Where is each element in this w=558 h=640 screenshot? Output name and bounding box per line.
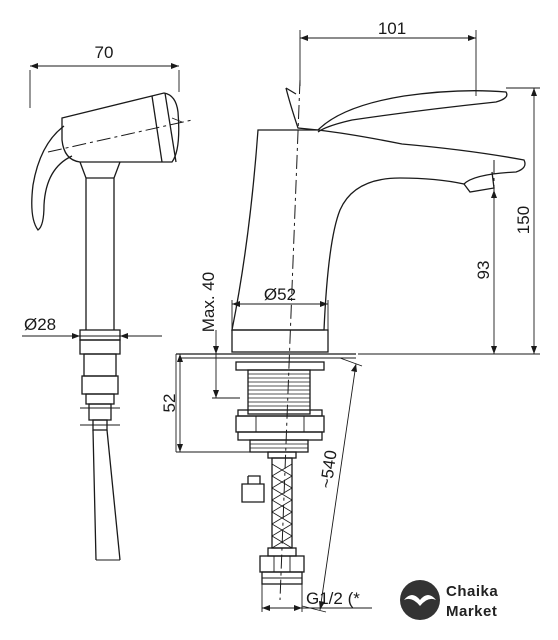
dim-max-thickness: Max. 40 bbox=[199, 272, 244, 399]
dim-spout-height: 93 bbox=[474, 190, 497, 354]
brand-name-line1: Chaika bbox=[446, 583, 498, 600]
dim-total-height: 150 bbox=[358, 87, 540, 355]
faucet-center-line bbox=[279, 79, 301, 601]
brand-logo: Chaika Market bbox=[400, 580, 498, 620]
dim-shank-length: 52 bbox=[160, 354, 250, 453]
dim-shower-diameter: Ø28 bbox=[22, 315, 162, 339]
dim-spout-reach: 101 bbox=[299, 19, 477, 96]
dim-shower-width: 70 bbox=[29, 43, 180, 108]
dim-hose-length: ~540 bbox=[301, 357, 363, 613]
dim-93-label: 93 bbox=[474, 261, 493, 280]
dim-101-label: 101 bbox=[378, 19, 406, 38]
shower-center-line bbox=[47, 119, 193, 153]
brand-name-line2: Market bbox=[446, 603, 497, 620]
dim-28-label: Ø28 bbox=[24, 315, 56, 334]
dim-70-label: 70 bbox=[95, 43, 114, 62]
fixing-assembly bbox=[235, 361, 325, 585]
faucet bbox=[176, 87, 526, 359]
dim-540-label: ~540 bbox=[316, 449, 340, 490]
hand-shower bbox=[31, 92, 183, 561]
dim-max40-label: Max. 40 bbox=[199, 272, 218, 332]
dim-base-diameter: Ø52 bbox=[231, 285, 329, 330]
dim-connection-thread: G1/2 (* bbox=[261, 584, 372, 612]
dim-52-shank-label: 52 bbox=[160, 394, 179, 413]
dim-g12-label: G1/2 (* bbox=[306, 589, 360, 608]
dim-150-label: 150 bbox=[514, 206, 533, 234]
dim-52-label: Ø52 bbox=[264, 285, 296, 304]
